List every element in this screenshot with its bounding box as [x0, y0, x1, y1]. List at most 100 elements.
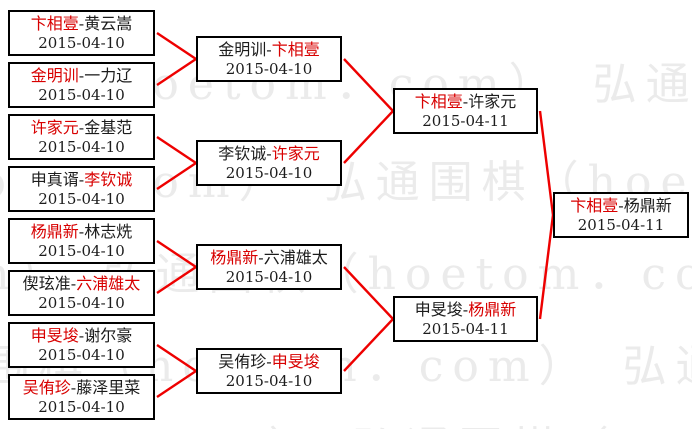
player-name: 李钦诚 [84, 169, 133, 189]
separator: - [462, 299, 469, 319]
match-date: 2015-04-10 [38, 189, 125, 208]
player-name: 一力辽 [84, 65, 133, 85]
player-name: 杨鼎新 [623, 195, 672, 215]
player-name: 许家元 [468, 91, 517, 111]
connector-line [343, 110, 394, 164]
separator: - [78, 325, 85, 345]
player-name: 许家元 [30, 117, 79, 137]
connector-line [156, 370, 197, 398]
separator: - [258, 247, 264, 267]
match-box-quarterfinal: 吴侑珍-申旻埈 2015-04-10 [196, 348, 342, 394]
player-name: 吴侑珍 [218, 351, 267, 371]
match-date: 2015-04-11 [577, 215, 665, 234]
match-box-final: 卞相壹-杨鼎新 2015-04-11 [553, 192, 689, 238]
separator: - [266, 351, 272, 371]
separator: - [266, 143, 272, 163]
player-name: 杨鼎新 [210, 247, 259, 267]
match-players: 申旻埈-谢尔豪 [10, 326, 153, 346]
separator: - [462, 91, 469, 111]
match-players: 卞相壹-杨鼎新 [555, 196, 687, 216]
match-date: 2015-04-10 [225, 267, 313, 286]
match-date: 2015-04-10 [38, 293, 125, 312]
player-name: 金基范 [84, 117, 133, 137]
match-box-quarterfinal: 李钦诚-许家元 2015-04-10 [196, 140, 342, 186]
match-players: 杨鼎新-林志烍 [10, 222, 153, 242]
connector-line [343, 58, 394, 112]
connector-line [156, 58, 197, 86]
separator: - [78, 13, 85, 33]
match-players: 杨鼎新-六浦雄太 [198, 248, 340, 268]
match-box-round1: 金明训-一力辽 2015-04-10 [8, 62, 155, 108]
match-players: 偰玹准-六浦雄太 [10, 274, 153, 294]
match-players: 申真谞-李钦诚 [10, 170, 153, 190]
match-date: 2015-04-10 [225, 163, 313, 182]
match-players: 申旻埈-杨鼎新 [395, 300, 536, 320]
match-box-round1: 卞相壹-黄云嵩 2015-04-10 [8, 10, 155, 56]
match-date: 2015-04-10 [225, 371, 313, 390]
match-box-round1: 杨鼎新-林志烍 2015-04-10 [8, 218, 155, 264]
match-players: 许家元-金基范 [10, 118, 153, 138]
player-name: 金明训 [218, 39, 267, 59]
separator: - [78, 65, 85, 85]
player-name: 藤泽里菜 [76, 377, 141, 397]
match-date: 2015-04-11 [422, 111, 509, 130]
connector-line [343, 318, 394, 372]
player-name: 偰玹准 [22, 273, 71, 293]
player-name: 杨鼎新 [30, 221, 79, 241]
player-name: 许家元 [271, 143, 320, 163]
match-players: 李钦诚-许家元 [198, 144, 340, 164]
separator: - [618, 195, 624, 215]
match-date: 2015-04-10 [225, 59, 313, 78]
match-players: 金明训-一力辽 [10, 66, 153, 86]
player-name: 黄云嵩 [84, 13, 133, 33]
match-date: 2015-04-11 [422, 319, 509, 338]
match-date: 2015-04-10 [38, 33, 125, 52]
player-name: 金明训 [30, 65, 79, 85]
match-date: 2015-04-10 [38, 345, 125, 364]
player-name: 卞相壹 [414, 91, 463, 111]
connector-line [538, 110, 555, 216]
connector-line [156, 162, 197, 190]
match-box-round1: 吴侑珍-藤泽里菜 2015-04-10 [8, 374, 155, 420]
player-name: 卞相壹 [30, 13, 79, 33]
connector-line [343, 266, 394, 320]
connector-line [538, 214, 555, 320]
match-players: 吴侑珍-藤泽里菜 [10, 378, 153, 398]
match-box-round1: 偰玹准-六浦雄太 2015-04-10 [8, 270, 155, 316]
match-players: 卞相壹-黄云嵩 [10, 14, 153, 34]
connector-line [156, 344, 197, 372]
player-name: 申旻埈 [30, 325, 79, 345]
player-name: 杨鼎新 [468, 299, 517, 319]
match-box-semifinal: 卞相壹-许家元 2015-04-11 [393, 88, 538, 134]
connector-line [156, 32, 197, 60]
match-box-round1: 申真谞-李钦诚 2015-04-10 [8, 166, 155, 212]
player-name: 六浦雄太 [263, 247, 328, 267]
player-name: 卞相壹 [570, 195, 619, 215]
separator: - [70, 377, 77, 397]
match-date: 2015-04-10 [38, 85, 125, 104]
match-players: 卞相壹-许家元 [395, 92, 536, 112]
match-players: 金明训-卞相壹 [198, 40, 340, 60]
match-date: 2015-04-10 [38, 397, 125, 416]
match-date: 2015-04-10 [38, 137, 125, 156]
player-name: 李钦诚 [218, 143, 267, 163]
player-name: 申旻埈 [414, 299, 463, 319]
player-name: 吴侑珍 [22, 377, 71, 397]
connector-line [156, 136, 197, 164]
match-box-round1: 申旻埈-谢尔豪 2015-04-10 [8, 322, 155, 368]
separator: - [266, 39, 272, 59]
separator: - [70, 273, 77, 293]
connector-line [156, 240, 197, 268]
separator: - [78, 169, 85, 189]
separator: - [78, 117, 85, 137]
player-name: 六浦雄太 [76, 273, 141, 293]
match-players: 吴侑珍-申旻埈 [198, 352, 340, 372]
match-box-semifinal: 申旻埈-杨鼎新 2015-04-11 [393, 296, 538, 342]
match-box-round1: 许家元-金基范 2015-04-10 [8, 114, 155, 160]
player-name: 谢尔豪 [84, 325, 133, 345]
player-name: 申旻埈 [271, 351, 320, 371]
connector-line [156, 266, 197, 294]
player-name: 申真谞 [30, 169, 79, 189]
